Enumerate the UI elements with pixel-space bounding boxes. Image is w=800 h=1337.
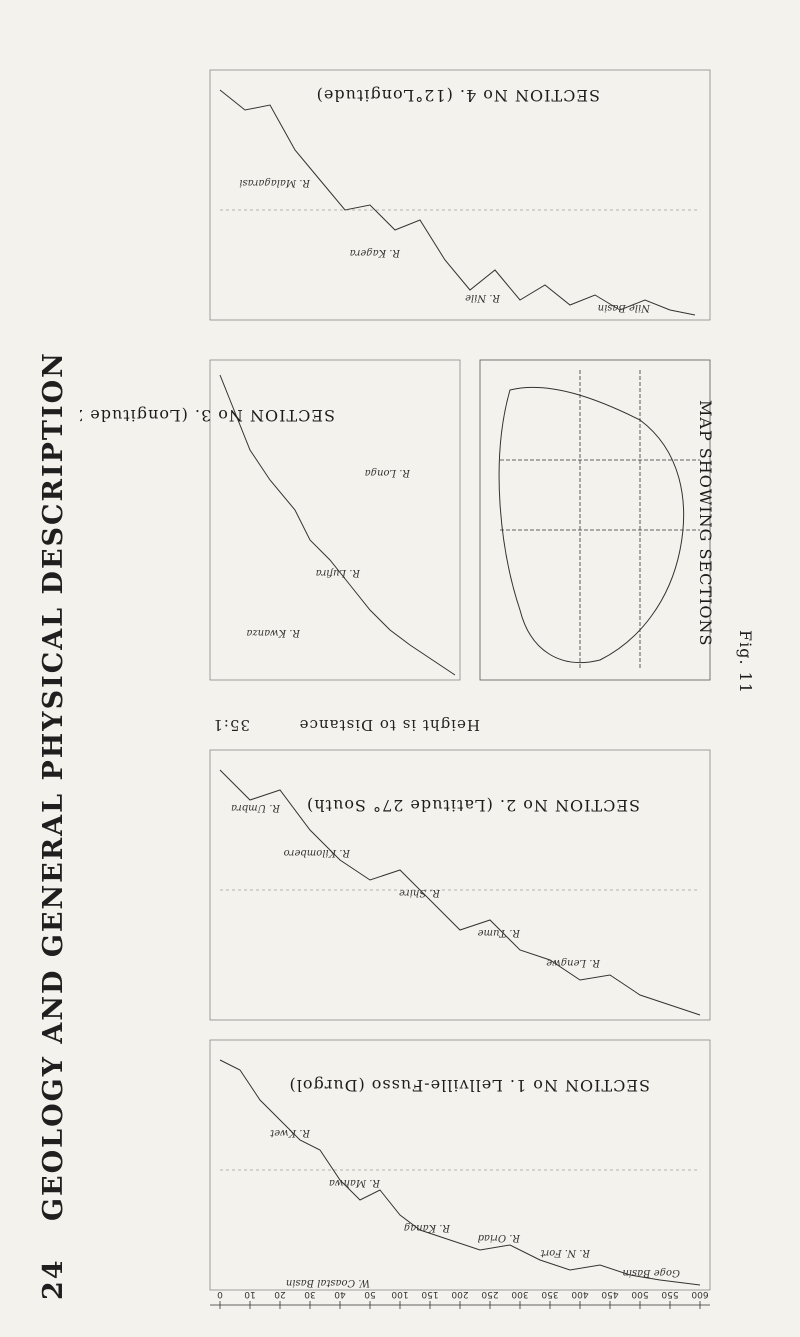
section-2: SECTION No 2. (Latitude 27° South) R. Le…: [209, 749, 711, 1021]
section-4-label-0: R. Nile: [465, 292, 501, 303]
section-2-caption: SECTION No 2. (Latitude 27° South): [306, 796, 640, 815]
section-2-label-3: R. Kilombero: [284, 847, 351, 858]
tick-label: 600: [691, 1289, 708, 1299]
scale-ratio: 35:1: [212, 716, 250, 734]
scale-text: Height is to Distance: [299, 716, 480, 734]
tick-label: 30: [304, 1289, 316, 1299]
running-title: GEOLOGY AND GENERAL PHYSICAL DESCRIPTION: [38, 351, 69, 1222]
section-3-label-2: R. Kwanza: [246, 627, 301, 638]
section-3-caption: SECTION No 3. (Longitude 27° East): [80, 406, 335, 425]
section-4-profile: [219, 89, 696, 316]
section-2-label-4: R. Umbra: [231, 802, 281, 813]
section-map: MAP SHOWING SECTIONS: [479, 359, 715, 681]
map-caption: MAP SHOWING SECTIONS: [696, 400, 715, 646]
figure-label-text: Fig. 11: [736, 630, 755, 694]
tick-label: 300: [511, 1289, 528, 1299]
tick-label: 450: [601, 1289, 618, 1299]
page-number: 24: [38, 1258, 69, 1300]
tick-label: 50: [364, 1289, 376, 1299]
scale-note: Height is to Distance 35:1: [212, 716, 480, 734]
tick-label: 250: [481, 1289, 498, 1299]
map-continent: [498, 386, 685, 664]
section-1: SECTION No 1. Lellville-Fusso (Durgol) G…: [209, 1039, 711, 1291]
section-4-right-end: Nile Basin: [598, 302, 651, 313]
figure-label: Fig. 11: [736, 630, 755, 694]
section-4-label-2: R. Malagarasi: [239, 177, 311, 188]
section-2-label-2: R. Shire: [399, 887, 441, 898]
tick-label: 100: [391, 1289, 408, 1299]
section-3: SECTION No 3. (Longitude 27° East) R. Lo…: [80, 359, 461, 681]
section-1-profile: [219, 1059, 701, 1286]
section-1-caption: SECTION No 1. Lellville-Fusso (Durgol): [288, 1076, 650, 1095]
section-1-left-end: W. Coastal Basin: [286, 1277, 370, 1288]
section-1-frame: [209, 1039, 711, 1291]
section-1-right-end: Goge Basin: [622, 1267, 680, 1278]
tick-label: 40: [334, 1289, 346, 1299]
section-1-label-3: R. Mahwa: [329, 1177, 381, 1188]
section-1-label-4: R. Kwet: [269, 1127, 311, 1138]
section-3-label-0: R. Longa: [365, 467, 411, 478]
bottom-scale: 0 10 20 30 40 50 100 150 200 250 300 350 400 450 500 55…: [210, 1289, 710, 1309]
section-2-profile: [219, 769, 701, 1016]
tick-label: 350: [541, 1289, 558, 1299]
figure-sections: Fig. 11 SECTION No 4. (12°Longitude) R. …: [80, 69, 755, 1309]
section-3-frame: [209, 359, 461, 681]
section-3-label-1: R. Lufira: [316, 567, 361, 578]
section-1-label-2: R. Kanag: [404, 1222, 451, 1233]
tick-label: 400: [571, 1289, 588, 1299]
section-2-label-0: R. Lengwe: [546, 957, 601, 968]
section-4-caption: SECTION No 4. (12°Longitude): [316, 86, 600, 105]
running-head-text: 24 GEOLOGY AND GENERAL PHYSICAL DESCRIPT…: [38, 351, 69, 1300]
running-head: 24 GEOLOGY AND GENERAL PHYSICAL DESCRIPT…: [8, 40, 69, 1300]
section-1-label-1: R. Oriad: [478, 1232, 521, 1243]
section-1-label-0: R. N. Fort: [539, 1247, 591, 1258]
section-4-label-1: R. Kagera: [350, 247, 401, 258]
map-frame: [479, 359, 711, 681]
tick-label: 20: [274, 1289, 286, 1299]
tick-group: 0 10 20 30 40 50 100 150 200 250 300 350 400 450 500 55…: [217, 1289, 709, 1309]
tick-label: 150: [421, 1289, 438, 1299]
section-4: SECTION No 4. (12°Longitude) R. Nile R. …: [209, 69, 711, 321]
tick-label: 200: [451, 1289, 468, 1299]
section-2-label-1: R. Tume: [478, 927, 521, 938]
tick-label: 10: [244, 1289, 256, 1299]
tick-label: 0: [217, 1289, 223, 1299]
tick-label: 550: [661, 1289, 678, 1299]
section-4-frame: [209, 69, 711, 321]
tick-label: 500: [631, 1289, 648, 1299]
section-3-profile: [219, 374, 456, 676]
section-2-frame: [209, 749, 711, 1021]
